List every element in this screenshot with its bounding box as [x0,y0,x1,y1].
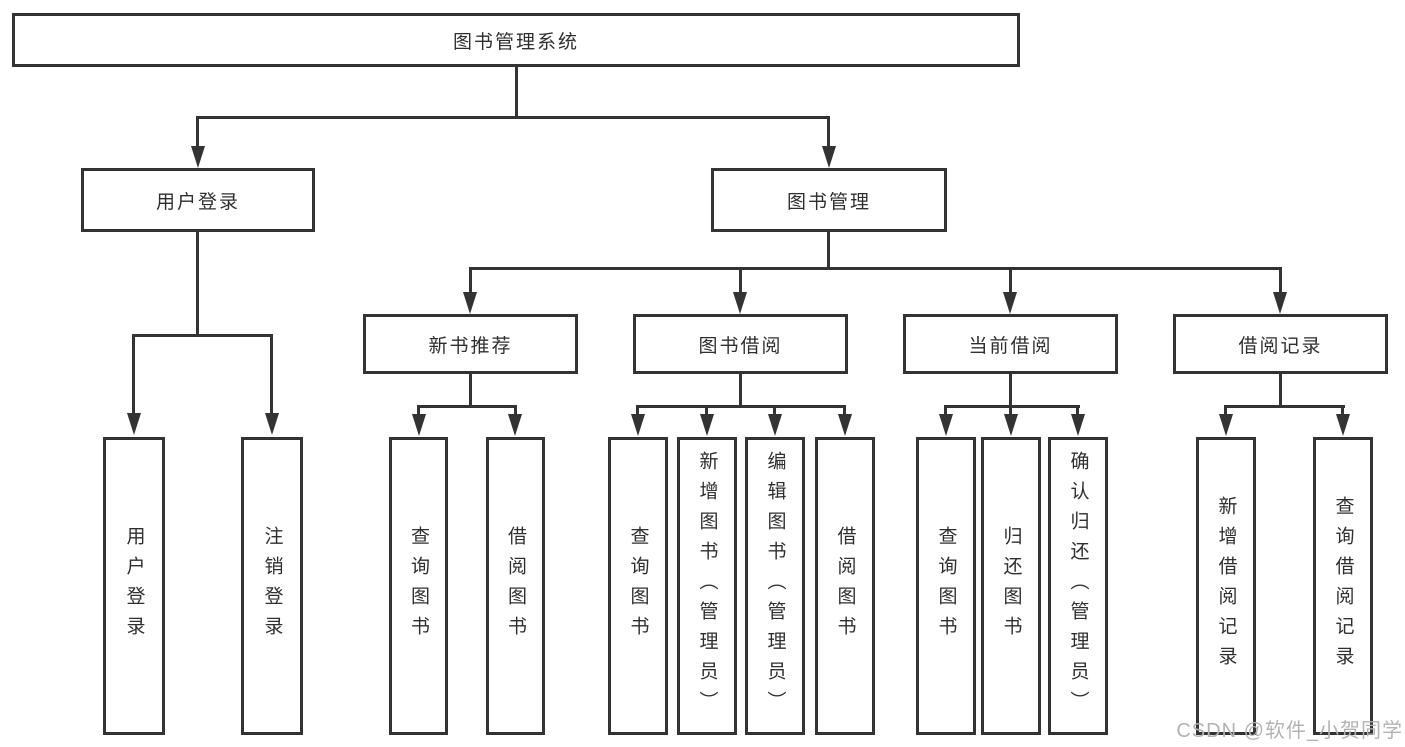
line [1009,374,1012,407]
node-book-borrow: 图书借阅 [633,314,848,374]
line [196,116,830,119]
leaf-newbook-query-book: 查询图书 [389,437,448,735]
node-label: 新书推荐 [428,335,513,357]
node-current-borrow: 当前借阅 [903,314,1118,374]
node-book-management: 图书管理 [711,168,947,232]
arrow-down-icon [768,414,782,436]
arrow-down-icon [700,414,714,436]
line [636,405,846,408]
arrow-down-icon [508,414,522,436]
line [1224,406,1227,416]
arrow-down-icon [631,414,645,436]
line [514,406,517,416]
arrow-down-icon [939,414,953,436]
leaf-label: 查询图书 [935,526,957,646]
line [739,374,742,407]
line [469,374,472,407]
leaf-borrow-query-book: 查询图书 [608,437,668,735]
node-new-book-recommend: 新书推荐 [363,314,578,374]
line [944,406,947,416]
line [469,267,1282,270]
leaf-label: 归还图书 [1000,526,1022,646]
line [843,406,846,416]
leaf-label: 查询借阅记录 [1332,496,1354,676]
leaf-newbook-borrow-book: 借阅图书 [486,437,545,735]
leaf-label: 新增图书（管理员） [696,451,718,721]
leaf-label: 编辑图书（管理员） [764,451,786,721]
arrow-down-icon [1004,414,1018,436]
node-borrow-record: 借阅记录 [1173,314,1388,374]
line [196,117,199,149]
leaf-logout-login: 注销登录 [241,437,303,735]
arrow-down-icon [1273,292,1287,314]
line [1224,405,1345,408]
line [515,67,518,118]
leaf-current-confirm-return-admin: 确认归还（管理员） [1048,437,1108,735]
leaf-label: 注销登录 [261,526,283,646]
leaf-label: 借阅图书 [505,526,526,646]
leaf-borrow-edit-book-admin: 编辑图书（管理员） [745,437,805,735]
leaf-record-query-borrow-record: 查询借阅记录 [1313,437,1373,735]
leaf-record-add-borrow-record: 新增借阅记录 [1196,437,1256,735]
arrow-down-icon [191,146,205,168]
line [1009,268,1012,294]
line [417,406,420,416]
line [270,335,273,415]
arrow-down-icon [838,414,852,436]
arrow-down-icon [463,292,477,314]
leaf-current-query-book: 查询图书 [916,437,976,735]
line [739,268,742,294]
leaf-label: 查询图书 [408,526,429,646]
node-label: 图书管理系统 [452,31,579,53]
line [417,405,517,408]
arrow-down-icon [733,292,747,314]
arrow-down-icon [1071,414,1085,436]
leaf-label: 用户登录 [123,526,145,646]
line [1076,406,1079,416]
line [469,268,472,294]
arrow-down-icon [265,413,279,435]
node-label: 图书管理 [786,191,871,213]
arrow-down-icon [822,146,836,168]
line [705,406,708,416]
csdn-watermark: CSDN @软件_小贺同学 [1176,720,1403,742]
leaf-current-return-book: 归还图书 [981,437,1041,735]
line [132,334,273,337]
node-user-login: 用户登录 [81,168,315,232]
leaf-borrow-add-book-admin: 新增图书（管理员） [677,437,737,735]
leaf-user-login: 用户登录 [103,437,165,735]
arrow-down-icon [1003,292,1017,314]
line [773,406,776,416]
line [827,232,830,270]
line [132,335,135,415]
line [944,405,1080,408]
arrow-down-icon [1336,414,1350,436]
line [1279,374,1282,407]
line [1279,268,1282,294]
node-label: 图书借阅 [698,335,783,357]
node-library-management-system: 图书管理系统 [12,13,1020,67]
leaf-label: 新增借阅记录 [1215,496,1237,676]
line [827,117,830,149]
leaf-label: 确认归还（管理员） [1067,451,1089,721]
line [1341,406,1344,416]
arrow-down-icon [127,413,141,435]
arrow-down-icon [1219,414,1233,436]
node-label: 用户登录 [155,191,240,213]
line [196,232,199,337]
arrow-down-icon [412,414,426,436]
line [1009,406,1012,416]
line [636,406,639,416]
leaf-label: 查询图书 [627,526,649,646]
node-label: 当前借阅 [968,335,1053,357]
leaf-borrow-borrow-book: 借阅图书 [815,437,875,735]
node-label: 借阅记录 [1238,335,1323,357]
leaf-label: 借阅图书 [834,526,856,646]
